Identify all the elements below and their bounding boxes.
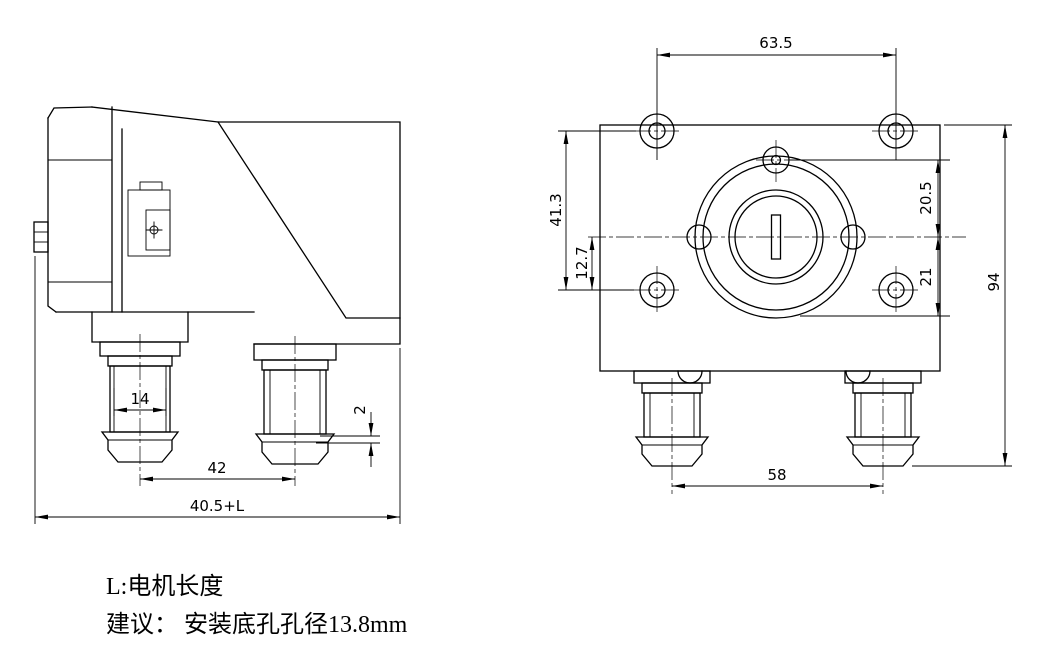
side-view-body-outline (33, 106, 401, 345)
dim-58-label: 58 (767, 466, 786, 484)
note-motor-length: L:电机长度 (106, 573, 223, 600)
dim-94-label: 94 (985, 272, 1003, 291)
port-inner-walls (269, 369, 321, 435)
dim-21-label: 21 (917, 267, 935, 286)
head-left-edge (47, 117, 57, 313)
dim-port-spacing-label: 42 (207, 459, 226, 477)
dim-41-3-label: 41.3 (547, 193, 565, 226)
side-view-centerlines (139, 334, 296, 486)
motor-corner-diagonal (217, 121, 401, 319)
valve-detail-tab (139, 181, 163, 191)
top-center-hole (756, 140, 796, 182)
dim-12-7-label: 12.7 (573, 246, 591, 279)
dim-overall-length (34, 256, 401, 524)
dim-port-width-label: 14 (130, 390, 149, 408)
note-hole-diameter: 建议： 安装底孔孔径13.8mm (106, 611, 408, 638)
dim-63-5-label: 63.5 (759, 34, 792, 52)
valve-detail-box (127, 189, 171, 257)
mounting-plate (599, 124, 941, 372)
front-port-centerlines (671, 378, 884, 494)
side-nub (33, 221, 49, 253)
port-cap (100, 431, 180, 463)
front-view: 63.5 41.3 12.7 20.5 21 (547, 34, 1012, 494)
dim-bolt-spacing-vertical (558, 130, 636, 291)
port-cap (254, 433, 336, 465)
dim-overall-height (912, 124, 1012, 467)
head-top-edge (47, 106, 93, 119)
port-cap (634, 436, 710, 467)
side-view-internal-lines (33, 159, 171, 283)
dim-top-hole-to-center (790, 159, 950, 237)
front-view-dimensions: 63.5 41.3 12.7 20.5 21 (547, 34, 1012, 489)
dim-cap-step-label: 2 (351, 405, 369, 415)
pump-inner-circle-2 (734, 195, 818, 279)
bottom-tab-left (677, 370, 703, 384)
notes-block: L:电机长度 建议： 安装底孔孔径13.8mm (106, 573, 408, 638)
valve-screw-cross (145, 221, 163, 239)
side-view: 14 2 42 40.5+L (33, 106, 401, 524)
mounting-bolt-bottom-left (633, 266, 681, 314)
port-cap (845, 436, 921, 467)
dim-center-to-body-edge (800, 237, 950, 317)
dim-cap-step (316, 412, 380, 467)
motor-outline (91, 106, 401, 345)
mounting-bolt-bottom-right (872, 266, 920, 314)
side-view-dimensions: 14 2 42 40.5+L (34, 256, 401, 524)
bottom-tab-right (845, 370, 871, 384)
dim-port-width (113, 388, 167, 416)
dim-overall-length-label: 40.5+L (190, 497, 245, 515)
dim-20-5-label: 20.5 (917, 181, 935, 214)
dim-bolt-spacing-horizontal (656, 48, 897, 160)
